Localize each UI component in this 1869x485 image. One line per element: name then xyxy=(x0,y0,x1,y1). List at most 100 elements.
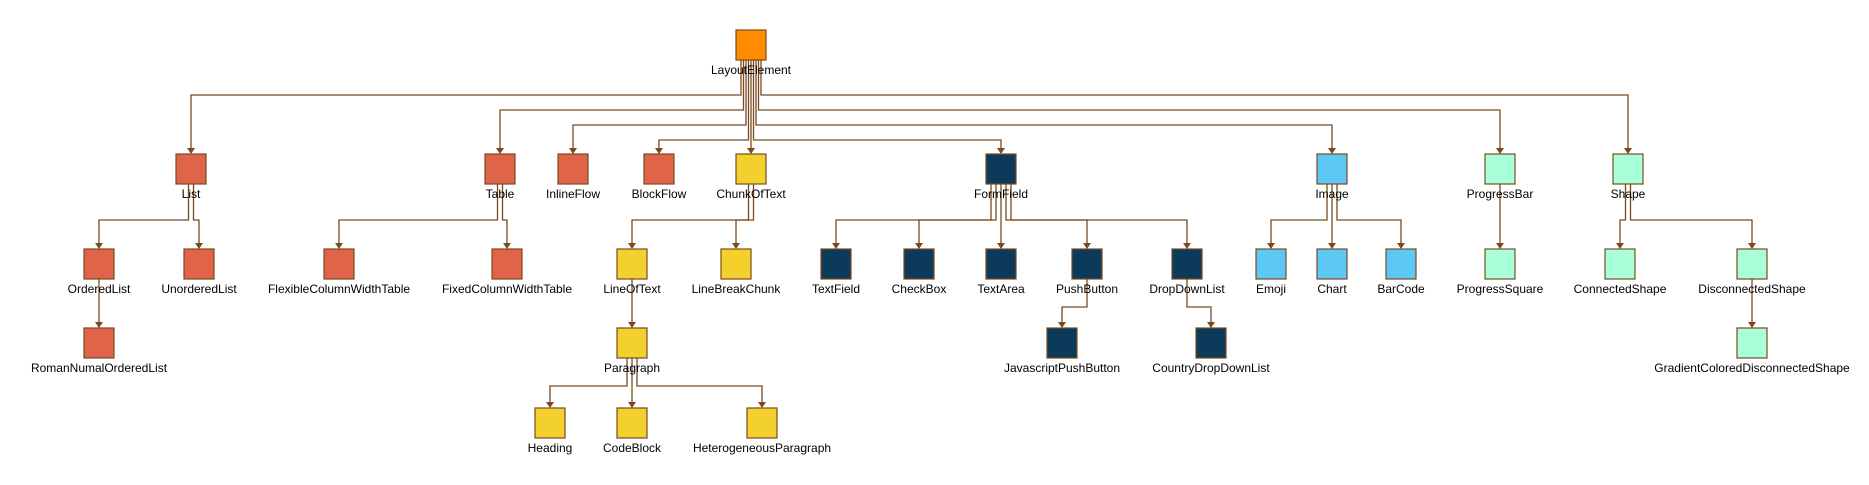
node-label: LineOfText xyxy=(603,282,661,296)
node-box xyxy=(735,29,767,61)
node-ordered-list: OrderedList xyxy=(68,248,131,296)
node-label: ConnectedShape xyxy=(1574,282,1667,296)
arrowhead xyxy=(1624,148,1632,154)
edge-shape-to-disconnected-shape xyxy=(1629,184,1753,244)
node-text-area: TextArea xyxy=(977,248,1025,296)
node-label: DisconnectedShape xyxy=(1698,282,1806,296)
node-box xyxy=(820,248,852,280)
node-box xyxy=(1171,248,1203,280)
edge-table-to-flexible-column-width-table xyxy=(338,184,499,244)
arrowhead xyxy=(1496,148,1504,154)
node-text-field: TextField xyxy=(812,248,860,296)
node-label: CheckBox xyxy=(892,282,947,296)
arrowhead xyxy=(997,243,1005,249)
node-label: FormField xyxy=(974,187,1028,201)
edge-chunk-of-text-to-line-break-chunk xyxy=(735,184,755,244)
node-box xyxy=(1385,248,1417,280)
edges-layer xyxy=(95,60,1756,408)
node-layout-element: LayoutElement xyxy=(711,29,792,77)
node-label: TextArea xyxy=(977,282,1025,296)
node-box xyxy=(491,248,523,280)
node-box xyxy=(323,248,355,280)
arrowhead xyxy=(747,148,755,154)
node-box xyxy=(616,407,648,439)
node-label: Heading xyxy=(528,441,573,455)
edge-shape-to-connected-shape xyxy=(1619,184,1627,244)
node-box xyxy=(720,248,752,280)
node-paragraph: Paragraph xyxy=(604,327,660,375)
node-box xyxy=(1612,153,1644,185)
node-emoji: Emoji xyxy=(1255,248,1287,296)
node-box xyxy=(175,153,207,185)
node-label: RomanNumalOrderedList xyxy=(31,361,168,375)
node-label: HeterogeneousParagraph xyxy=(693,441,831,455)
edge-list-to-ordered-list xyxy=(98,184,190,244)
edge-form-field-to-drop-down-list xyxy=(1010,184,1188,244)
arrowhead xyxy=(758,402,766,408)
arrowhead xyxy=(95,322,103,328)
node-box xyxy=(183,248,215,280)
node-check-box: CheckBox xyxy=(892,248,947,296)
node-label: ProgressSquare xyxy=(1457,282,1544,296)
arrowhead xyxy=(1748,243,1756,249)
arrowhead xyxy=(1267,243,1275,249)
node-label: List xyxy=(182,187,201,201)
node-label: InlineFlow xyxy=(546,187,600,201)
arrowhead xyxy=(732,243,740,249)
node-progress-bar: ProgressBar xyxy=(1467,153,1533,201)
node-country-drop-down-list: CountryDropDownList xyxy=(1152,327,1270,375)
arrowhead xyxy=(1183,243,1191,249)
edge-table-to-fixed-column-width-table xyxy=(501,184,508,244)
arrowhead xyxy=(832,243,840,249)
node-bar-code: BarCode xyxy=(1377,248,1425,296)
arrowhead xyxy=(628,402,636,408)
edge-paragraph-to-heading xyxy=(549,358,628,403)
node-code-block: CodeBlock xyxy=(603,407,662,455)
node-push-button: PushButton xyxy=(1056,248,1118,296)
node-progress-square: ProgressSquare xyxy=(1457,248,1544,296)
node-box xyxy=(83,327,115,359)
arrowhead xyxy=(1748,322,1756,328)
node-connected-shape: ConnectedShape xyxy=(1574,248,1667,296)
node-fixed-column-width-table: FixedColumnWidthTable xyxy=(442,248,572,296)
arrowhead xyxy=(628,322,636,328)
node-label: TextField xyxy=(812,282,860,296)
node-box xyxy=(903,248,935,280)
arrowhead xyxy=(915,243,923,249)
edge-layout-element-to-inline-flow xyxy=(572,60,747,149)
node-label: DropDownList xyxy=(1149,282,1225,296)
node-javascript-push-button: JavascriptPushButton xyxy=(1004,327,1120,375)
edge-image-to-emoji xyxy=(1270,184,1328,244)
node-box xyxy=(557,153,589,185)
arrowhead xyxy=(1616,243,1624,249)
edge-layout-element-to-form-field xyxy=(752,60,1002,149)
arrowhead xyxy=(95,243,103,249)
node-line-of-text: LineOfText xyxy=(603,248,661,296)
node-form-field: FormField xyxy=(974,153,1028,201)
edge-push-button-to-javascript-push-button xyxy=(1061,279,1088,323)
node-label: GradientColoredDisconnectedShape xyxy=(1654,361,1850,375)
node-box xyxy=(1316,153,1348,185)
node-line-break-chunk: LineBreakChunk xyxy=(692,248,782,296)
node-box xyxy=(985,153,1017,185)
node-box xyxy=(643,153,675,185)
arrowhead xyxy=(335,243,343,249)
node-box xyxy=(1604,248,1636,280)
node-label: OrderedList xyxy=(68,282,131,296)
node-label: BlockFlow xyxy=(632,187,687,201)
node-label: Emoji xyxy=(1256,282,1286,296)
node-image: Image xyxy=(1315,153,1349,201)
edge-chunk-of-text-to-line-of-text xyxy=(631,184,750,244)
edge-paragraph-to-heterogeneous-paragraph xyxy=(636,358,763,403)
node-label: ChunkOfText xyxy=(716,187,786,201)
node-label: Chart xyxy=(1317,282,1347,296)
node-disconnected-shape: DisconnectedShape xyxy=(1698,248,1806,296)
arrowhead xyxy=(997,148,1005,154)
arrowhead xyxy=(655,148,663,154)
node-label: BarCode xyxy=(1377,282,1425,296)
arrowhead xyxy=(1328,148,1336,154)
node-box xyxy=(1316,248,1348,280)
node-box xyxy=(616,248,648,280)
node-label: LineBreakChunk xyxy=(692,282,782,296)
node-roman-numal-ordered-list: RomanNumalOrderedList xyxy=(31,327,168,375)
